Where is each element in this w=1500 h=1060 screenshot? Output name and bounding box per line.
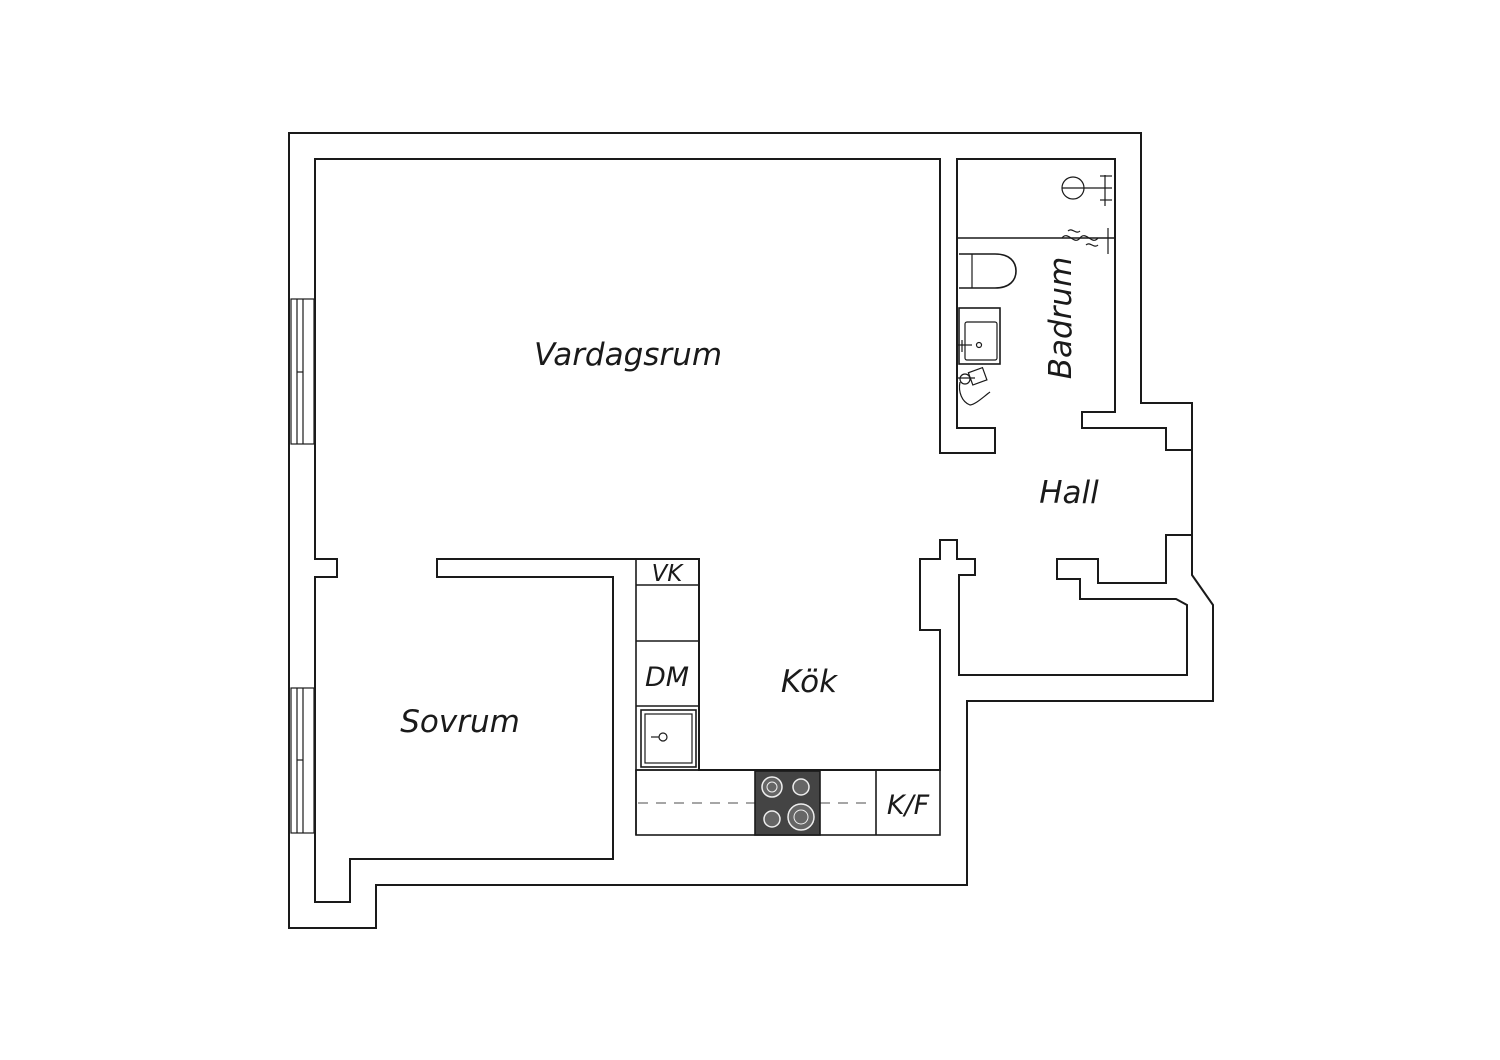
bathroom-fixtures <box>958 175 1114 406</box>
window-sovrum <box>290 687 315 834</box>
washbasin-icon <box>958 307 1001 365</box>
outer-walls <box>288 132 1214 929</box>
fixture-label-vk: VK <box>652 561 685 587</box>
shower-hose-icon <box>1061 228 1109 254</box>
stove-icon <box>754 770 821 836</box>
window-vardagsrum <box>290 298 315 445</box>
room-label-badrum: Badrum <box>1043 257 1079 380</box>
room-label-hall: Hall <box>1039 475 1099 511</box>
sink-tap-icon <box>958 366 991 406</box>
fixture-label-kf: K/F <box>887 790 930 821</box>
room-label-sovrum: Sovrum <box>400 704 520 740</box>
room-label-vardagsrum: Vardagsrum <box>534 337 722 373</box>
shower-icon <box>1061 175 1112 206</box>
fixture-label-dm: DM <box>645 662 689 693</box>
room-label-kok: Kök <box>781 664 838 700</box>
kitchen-sink-icon <box>640 709 697 768</box>
toilet-icon <box>959 253 1017 289</box>
